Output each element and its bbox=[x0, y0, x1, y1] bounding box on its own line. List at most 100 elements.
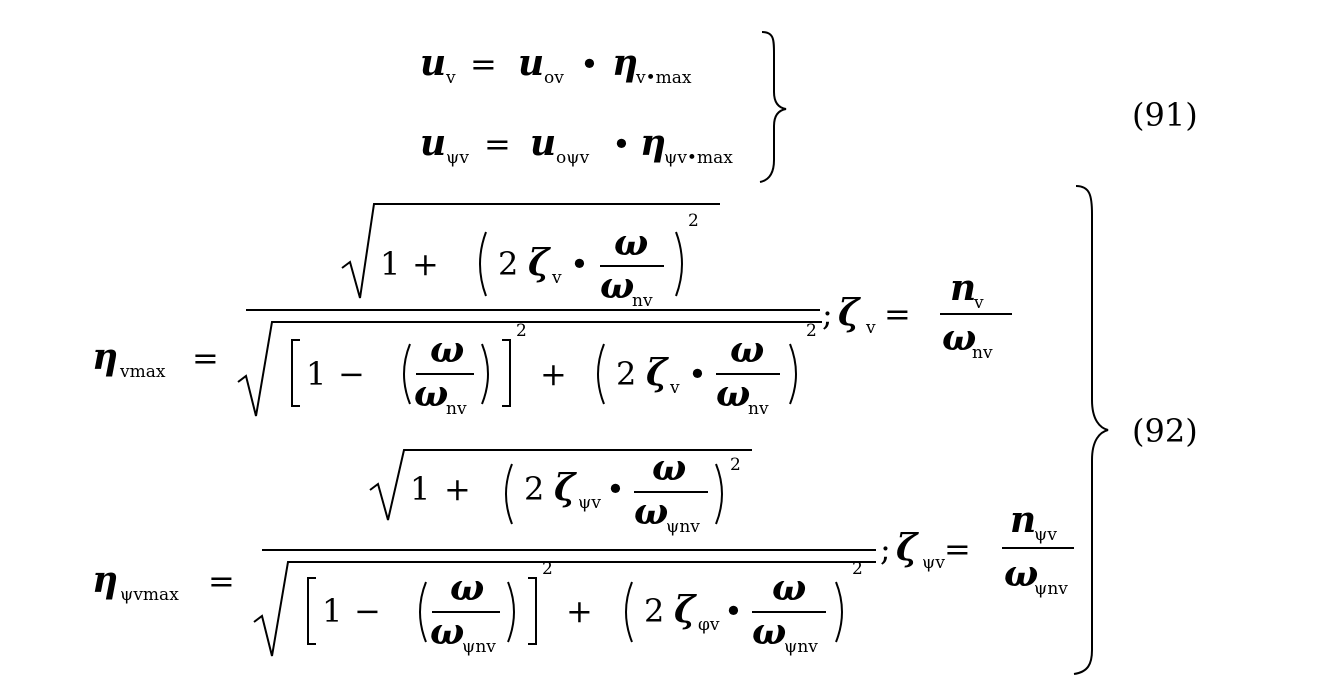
u-subscript: ψv bbox=[446, 148, 469, 168]
square-exponent: 2 bbox=[806, 321, 817, 341]
equals-sign: = bbox=[484, 125, 511, 163]
one: 1 bbox=[380, 245, 400, 283]
one: 1 bbox=[322, 592, 342, 630]
omega-symbol: ω bbox=[652, 447, 686, 489]
zeta-symbol: ζ bbox=[674, 589, 697, 631]
minus-sign: − bbox=[354, 592, 381, 630]
uo-symbol: u bbox=[518, 42, 544, 84]
right-paren bbox=[835, 581, 843, 643]
equals-sign: = bbox=[470, 45, 497, 83]
left-paren bbox=[419, 581, 427, 643]
right-paren bbox=[481, 343, 489, 405]
denominator-radical bbox=[237, 321, 822, 417]
equals-sign: = bbox=[884, 295, 911, 333]
omega-subscript: ψnv bbox=[666, 517, 700, 537]
equals-sign: = bbox=[208, 562, 235, 600]
equals-sign: = bbox=[192, 339, 219, 377]
uo-subscript: ov bbox=[544, 68, 564, 88]
plus-sign: + bbox=[412, 245, 439, 283]
left-paren bbox=[479, 231, 487, 297]
omega-subscript: nv bbox=[446, 399, 467, 419]
square-exponent: 2 bbox=[542, 559, 553, 579]
equation-number: (92) bbox=[1132, 412, 1198, 450]
dot-operator: • bbox=[580, 45, 599, 83]
zeta-subscript: v bbox=[551, 268, 562, 288]
semicolon: ; bbox=[880, 530, 891, 568]
left-paren bbox=[625, 581, 633, 643]
dot-operator: • bbox=[612, 125, 631, 163]
right-paren bbox=[507, 581, 515, 643]
dot-operator: • bbox=[724, 592, 743, 630]
right-bracket bbox=[502, 339, 511, 407]
left-paren bbox=[403, 343, 411, 405]
u-symbol: u bbox=[420, 42, 446, 84]
right-brace bbox=[759, 31, 787, 183]
zeta-subscript: ψv bbox=[578, 493, 601, 513]
omega-symbol: ω bbox=[942, 317, 976, 359]
omega-symbol: ω bbox=[752, 611, 786, 653]
omega-symbol: ω bbox=[772, 567, 806, 609]
right-paren bbox=[675, 231, 683, 297]
right-paren bbox=[715, 463, 723, 525]
denominator-radical bbox=[253, 561, 876, 657]
uo-subscript: oψv bbox=[556, 148, 590, 168]
eta-symbol: η bbox=[640, 122, 666, 164]
right-brace bbox=[1073, 185, 1109, 675]
eta-symbol: η bbox=[612, 42, 638, 84]
n-symbol: n bbox=[1010, 499, 1036, 541]
square-exponent: 2 bbox=[730, 455, 741, 475]
omega-symbol: ω bbox=[414, 373, 448, 415]
eta-subscript: vmax bbox=[119, 362, 166, 382]
equation-92-line-2: η ψvmax = 1 + 2 ζ ψv • ω ω ψnv 2 1 − ω ω… bbox=[92, 447, 1074, 657]
zeta-symbol: ζ bbox=[646, 352, 669, 394]
omega-subscript: ψnv bbox=[1034, 579, 1068, 599]
two: 2 bbox=[616, 355, 636, 393]
dot-operator: • bbox=[606, 470, 625, 508]
equation-91: u v = u ov • η v•max u ψv = u oψv • η ψv… bbox=[420, 31, 1198, 183]
square-exponent: 2 bbox=[852, 559, 863, 579]
plus-sign: + bbox=[566, 592, 593, 630]
one: 1 bbox=[306, 355, 326, 393]
eta-subscript: ψv•max bbox=[664, 148, 733, 168]
eta-symbol: η bbox=[92, 336, 118, 378]
zeta-symbol: ζ bbox=[838, 292, 861, 334]
zeta-subscript: v bbox=[865, 318, 876, 338]
omega-subscript: nv bbox=[972, 343, 993, 363]
semicolon: ; bbox=[822, 295, 833, 333]
omega-subscript: ψnv bbox=[462, 637, 496, 657]
dot-operator: • bbox=[688, 355, 707, 393]
dot-operator: • bbox=[570, 245, 589, 283]
left-paren bbox=[597, 343, 605, 405]
one: 1 bbox=[410, 470, 430, 508]
n-symbol: n bbox=[950, 267, 976, 309]
omega-symbol: ω bbox=[1004, 553, 1038, 595]
square-exponent: 2 bbox=[516, 321, 527, 341]
right-bracket bbox=[528, 577, 537, 645]
eta-subscript: ψvmax bbox=[120, 585, 179, 605]
omega-subscript: ψnv bbox=[784, 637, 818, 657]
uo-symbol: u bbox=[530, 122, 556, 164]
zeta-subscript: ψv bbox=[922, 553, 945, 573]
zeta-subscript: v bbox=[669, 378, 680, 398]
omega-symbol: ω bbox=[430, 329, 464, 371]
two: 2 bbox=[524, 470, 544, 508]
plus-sign: + bbox=[540, 355, 567, 393]
equals-sign: = bbox=[944, 530, 971, 568]
zeta-subscript: φv bbox=[698, 615, 720, 635]
omega-symbol: ω bbox=[730, 329, 764, 371]
omega-symbol: ω bbox=[614, 222, 648, 264]
eta-subscript: v•max bbox=[635, 68, 692, 88]
omega-symbol: ω bbox=[450, 567, 484, 609]
numerator-radical bbox=[341, 203, 720, 299]
equation-number: (91) bbox=[1132, 96, 1198, 134]
zeta-symbol: ζ bbox=[528, 242, 551, 284]
plus-sign: + bbox=[444, 470, 471, 508]
left-paren bbox=[505, 463, 513, 525]
left-bracket bbox=[307, 577, 316, 645]
eta-symbol: η bbox=[92, 559, 118, 601]
zeta-symbol: ζ bbox=[554, 467, 577, 509]
equation-92-line-1: η vmax = 1 + 2 ζ v • ω ω nv 2 1 − ω ω nv… bbox=[92, 203, 1012, 419]
numerator-radical bbox=[369, 449, 752, 521]
omega-subscript: nv bbox=[632, 291, 653, 311]
